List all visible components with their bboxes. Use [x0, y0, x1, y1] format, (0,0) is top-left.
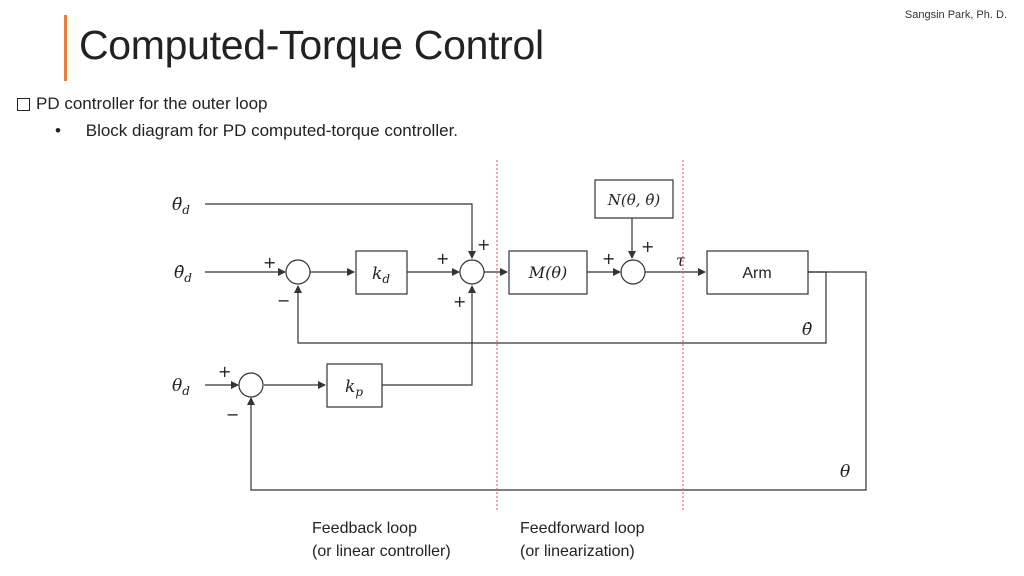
summing-junction-1 — [285, 259, 311, 285]
feedforward-caption-line-1: Feedforward loop — [520, 520, 645, 537]
author-label: Sangsin Park, Ph. D. — [904, 9, 1007, 21]
feedforward-caption-line-2: (or linearization) — [520, 543, 635, 560]
input-theta-dd-label: θ̈d — [172, 195, 190, 217]
sign-sum3-plus-top: + — [641, 237, 654, 256]
summing-junction-3 — [620, 259, 646, 285]
bullet-level-1: PD controller for the outer loop — [17, 94, 268, 114]
kd-label: kd — [372, 264, 390, 286]
page-title: Computed-Torque Control — [79, 22, 544, 68]
input-theta-d-label: θd — [172, 376, 190, 398]
kp-label: kp — [345, 377, 363, 399]
title-accent-bar — [64, 15, 67, 81]
sign-sum3-plus-left: + — [602, 249, 615, 268]
block-nonlinear — [594, 179, 674, 219]
sign-sum2-plus-top: + — [477, 235, 490, 254]
block-kd — [355, 250, 408, 295]
wire-thetadd-to-sum2 — [205, 203, 476, 259]
checkbox-bullet-icon — [17, 97, 30, 111]
torque-label: τ — [676, 251, 686, 270]
mass-matrix-label: M(θ) — [528, 263, 568, 282]
wire-position-feedback — [247, 271, 867, 491]
sign-sum2-plus-bottom: + — [453, 292, 466, 311]
input-theta-d-dot-label: θ̇d — [174, 263, 192, 285]
block-mass — [508, 250, 588, 295]
theta-feedback-label: θ — [840, 462, 850, 482]
bullet-dot-icon: • — [55, 121, 61, 140]
summing-junction-4 — [238, 372, 264, 398]
summing-junction-2 — [459, 259, 485, 285]
bullet-2-text: Block diagram for PD computed-torque con… — [85, 121, 459, 140]
nonlinear-term-label: N(θ, θ̇) — [607, 191, 661, 209]
feedback-caption-line-1: Feedback loop — [312, 520, 417, 537]
block-arm — [706, 250, 809, 295]
bullet-level-2: • Block diagram for PD computed-torque c… — [55, 121, 458, 141]
wire-kp-to-sum2 — [382, 285, 476, 386]
sign-sum4-minus: − — [226, 405, 239, 424]
arm-label: Arm — [742, 265, 771, 282]
feedback-loop-caption: Feedback loop (or linear controller) — [312, 517, 451, 563]
feedforward-loop-caption: Feedforward loop (or linearization) — [520, 517, 645, 563]
theta-dot-feedback-label: θ̇ — [802, 320, 812, 340]
sign-sum2-plus-left: + — [436, 249, 449, 268]
sign-sum1-minus: − — [277, 291, 290, 310]
feedback-caption-line-2: (or linear controller) — [312, 543, 451, 560]
block-kp — [326, 363, 383, 408]
bullet-1-text: PD controller for the outer loop — [36, 94, 268, 113]
sign-sum4-plus: + — [218, 362, 231, 381]
sign-sum1-plus: + — [263, 253, 276, 272]
